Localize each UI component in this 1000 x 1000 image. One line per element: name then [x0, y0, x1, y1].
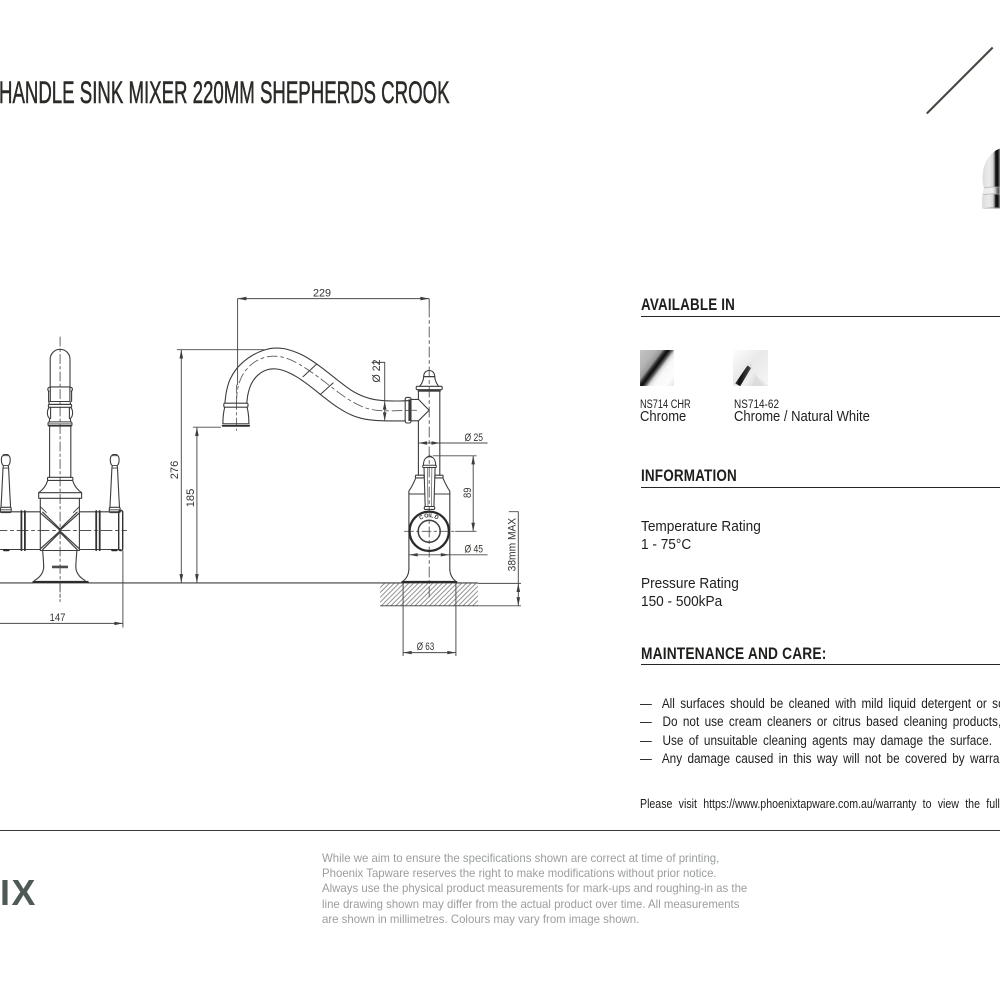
svg-text:185: 185: [185, 489, 197, 508]
svg-text:276: 276: [169, 461, 181, 480]
svg-text:Ø 25: Ø 25: [465, 432, 484, 444]
svg-text:Ø 45: Ø 45: [465, 544, 484, 556]
svg-text:147: 147: [50, 612, 66, 624]
svg-text:38mm MAX: 38mm MAX: [506, 517, 518, 571]
svg-text:Ø 22: Ø 22: [371, 360, 383, 383]
svg-text:89: 89: [462, 487, 474, 498]
svg-text:Ø 63: Ø 63: [417, 641, 435, 653]
svg-text:COLD: COLD: [418, 513, 440, 522]
svg-text:229: 229: [313, 288, 331, 300]
